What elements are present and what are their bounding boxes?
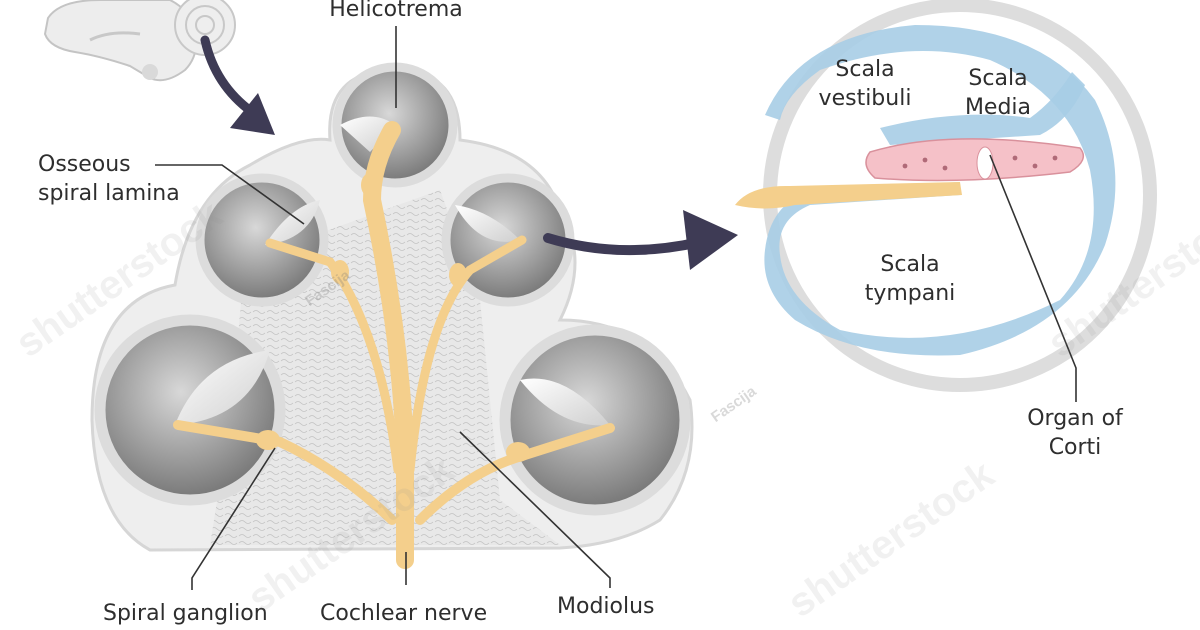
label-organ-of-corti: Organ of Corti bbox=[1027, 406, 1123, 460]
organ-of-corti bbox=[865, 138, 1085, 182]
label-helicotrema: Helicotrema bbox=[329, 0, 463, 22]
cochlea-cross-section bbox=[90, 62, 694, 569]
label-scala-vestibuli: Scala vestibuli bbox=[818, 57, 912, 111]
label-cochlear-nerve: Cochlear nerve bbox=[320, 601, 488, 626]
label-scala-media: Scala Media bbox=[964, 66, 1032, 120]
chamber-mid-left bbox=[195, 173, 329, 307]
inner-ear-icon bbox=[43, 0, 236, 82]
label-osseous-spiral-lamina: Osseous spiral lamina bbox=[38, 152, 180, 206]
curved-arrow-icon bbox=[543, 210, 738, 270]
label-spiral-ganglion: Spiral ganglion bbox=[103, 601, 268, 626]
cochlear-duct-magnified bbox=[735, 0, 1157, 392]
leader-lines bbox=[155, 26, 1077, 590]
curved-arrow-icon bbox=[200, 35, 275, 135]
label-scala-tympani: Scala tympani bbox=[864, 252, 956, 306]
label-modiolus: Modiolus bbox=[557, 594, 655, 619]
